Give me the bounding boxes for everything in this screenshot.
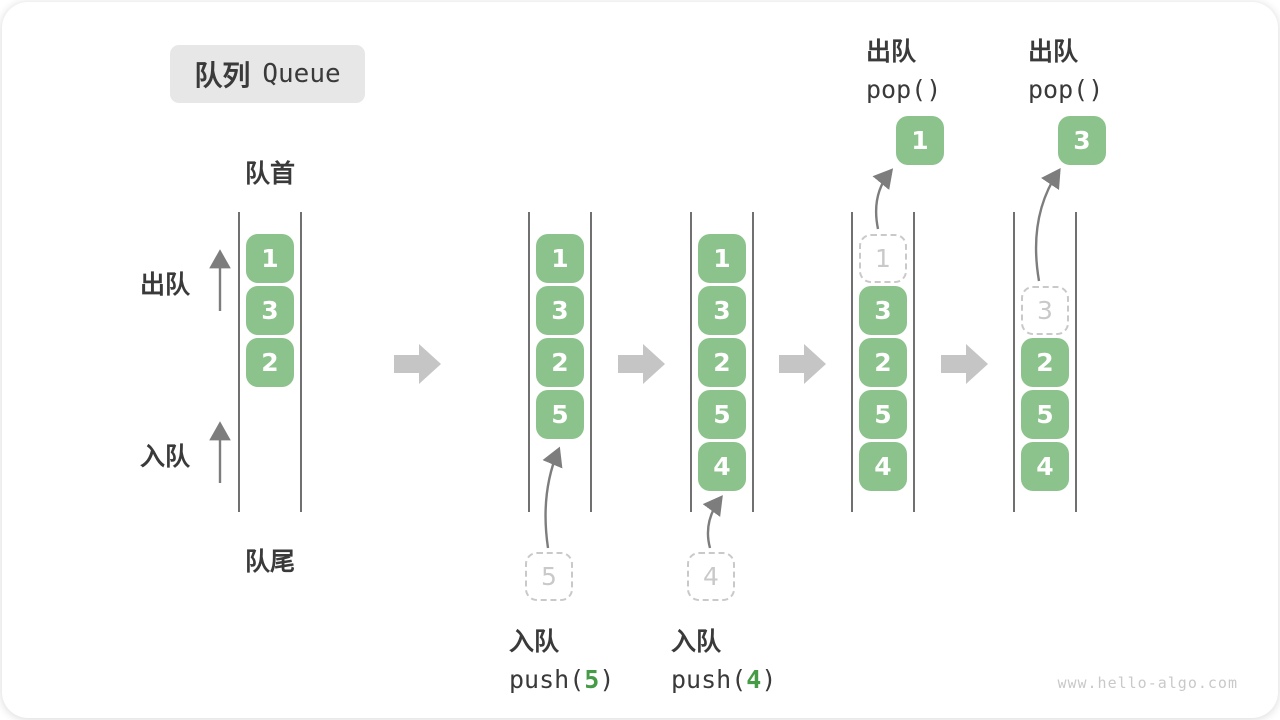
queue-cell: 4 <box>698 442 746 491</box>
popped-cell: 3 <box>1058 116 1106 165</box>
title-en: Queue <box>262 59 341 89</box>
queue-cell: 4 <box>859 442 907 491</box>
queue-cell: 3 <box>698 286 746 335</box>
queue-front-label: 队首 <box>244 159 295 188</box>
queue-cell: 3 <box>859 286 907 335</box>
push-op-cjk: 入队 <box>509 627 560 656</box>
queue-cell: 5 <box>859 390 907 439</box>
queue-cell: 5 <box>698 390 746 439</box>
push-operation-label: 入队 push(4) <box>671 622 776 694</box>
pending-cell: 4 <box>687 552 735 601</box>
flow-arrow-icon <box>618 344 665 384</box>
flow-arrow-icon <box>394 344 441 384</box>
queue-rear-label: 队尾 <box>244 547 295 576</box>
queue-cell: 1 <box>698 234 746 283</box>
queue-cell: 3 <box>246 286 294 335</box>
push-op-code: push(5) <box>509 665 615 694</box>
pop-op-code: pop() <box>866 75 942 104</box>
watermark: www.hello-algo.com <box>1057 674 1238 692</box>
queue-cell: 3 <box>536 286 584 335</box>
enqueue-side-label: 入队 <box>140 442 191 471</box>
dequeue-side-label: 出队 <box>140 270 191 299</box>
queue-cell: 5 <box>1021 390 1069 439</box>
pop1-arrow-icon <box>872 168 894 230</box>
queue-cell-dashed: 3 <box>1021 286 1069 335</box>
popped-cell: 1 <box>896 116 944 165</box>
queue-cell: 1 <box>536 234 584 283</box>
queue-cell: 2 <box>859 338 907 387</box>
push-op-code: push(4) <box>671 665 777 694</box>
push-op-cjk: 入队 <box>671 627 722 656</box>
pending-cell: 5 <box>525 552 573 601</box>
pop-op-code: pop() <box>1028 75 1104 104</box>
pop-op-cjk: 出队 <box>866 37 917 66</box>
queue-cell: 2 <box>698 338 746 387</box>
queue-cell: 2 <box>1021 338 1069 387</box>
queue-cell: 5 <box>536 390 584 439</box>
pop-operation-label: 出队 pop() <box>866 32 941 104</box>
queue-cell: 1 <box>246 234 294 283</box>
queue-cell: 2 <box>246 338 294 387</box>
push-operation-label: 入队 push(5) <box>509 622 614 694</box>
push5-arrow-icon <box>542 446 563 549</box>
queue-cell: 4 <box>1021 442 1069 491</box>
queue-cell-dashed: 1 <box>859 234 907 283</box>
pop3-arrow-icon <box>1034 168 1061 282</box>
queue-cell: 2 <box>536 338 584 387</box>
queue-walls <box>238 212 1077 512</box>
pop-op-cjk: 出队 <box>1028 37 1079 66</box>
title-cjk: 队列 <box>194 59 251 92</box>
flow-arrow-icon <box>941 344 988 384</box>
title-box: 队列 Queue <box>170 45 365 103</box>
push4-arrow-icon <box>702 495 723 549</box>
flow-arrow-icon <box>779 344 826 384</box>
pop-operation-label: 出队 pop() <box>1028 32 1103 104</box>
